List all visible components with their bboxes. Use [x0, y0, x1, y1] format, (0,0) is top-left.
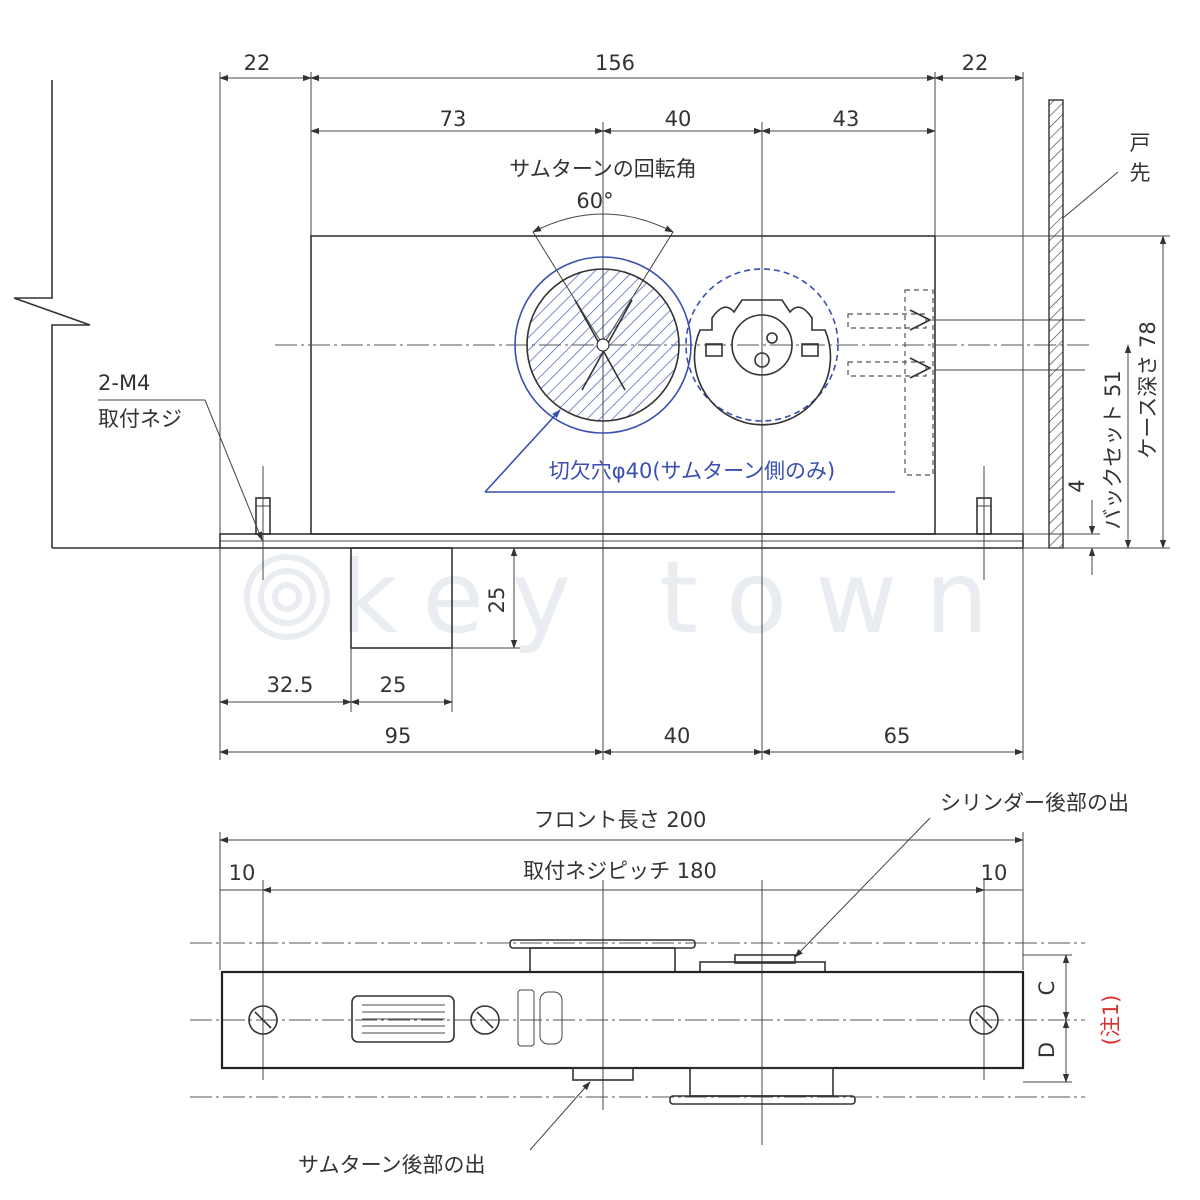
note-1: (注1) [1099, 995, 1123, 1046]
front-right-margin: 10 [981, 861, 1008, 885]
front-length-label: フロント長さ 200 [534, 808, 707, 832]
door-break-line [13, 80, 220, 549]
dim-bolt-height: 25 [485, 587, 509, 614]
mounting-screw-left [255, 466, 271, 580]
dim-backset: バックセット 51 [1101, 370, 1125, 529]
dim-c: C [1035, 981, 1059, 996]
door-edge-label-top: 戸 [1130, 131, 1151, 155]
rotation-angle-label: サムターンの回転角 [509, 157, 697, 181]
dim-row-top: 22 156 22 [219, 51, 1024, 82]
dim-row-second: 73 40 43 [310, 107, 936, 135]
rotation-angle-value: 60° [576, 189, 613, 213]
thumbturn-projection-label: サムターン後部の出 [298, 1153, 486, 1177]
dim-overall: 156 [595, 51, 635, 75]
top-view: 22 156 22 73 40 43 サムターンの回転角 60° [13, 51, 1170, 760]
thumbturn-bottom-projection [572, 1067, 634, 1081]
cutout-label: 切欠穴φ40(サムターン側のみ) [549, 459, 836, 483]
cylinder-top-step [734, 954, 796, 964]
dead-bolt [350, 547, 453, 649]
dim-cylinder-to-end: 65 [884, 724, 911, 748]
dim-right-margin: 22 [962, 51, 989, 75]
dim-to-thumbturn-center: 95 [385, 724, 412, 748]
dim-left-margin: 22 [244, 51, 271, 75]
dim-center-spacing: 40 [664, 724, 691, 748]
door-edge-label-bottom: 先 [1130, 161, 1151, 185]
screws-label-line2: 取付ネジ [98, 407, 182, 431]
watermark-text: key town [340, 539, 1016, 656]
front-left-margin: 10 [229, 861, 256, 885]
dim-plate-thickness: 4 [1065, 479, 1089, 492]
dim-bolt-width: 25 [380, 673, 407, 697]
dim-cylinder-to-front: 43 [833, 107, 860, 131]
bolt-face [351, 995, 455, 1043]
dim-to-thumbturn: 73 [440, 107, 467, 131]
screws-label-line1: 2-M4 [98, 371, 150, 395]
cylinder-projection-label: シリンダー後部の出 [940, 791, 1129, 815]
front-screw-center [470, 1005, 500, 1035]
front-screw-right [969, 1005, 999, 1035]
thumbturn-hub [514, 256, 692, 434]
dim-d: D [1035, 1042, 1059, 1058]
dim-case-depth: ケース深さ 78 [1136, 321, 1160, 458]
stamped-brand-mark [517, 989, 563, 1047]
front-screw-left [248, 1005, 278, 1035]
dim-thumb-to-cylinder: 40 [665, 107, 692, 131]
rotation-arc [532, 213, 674, 233]
front-view: フロント長さ 200 取付ネジピッチ 180 10 10 [190, 791, 1129, 1177]
watermark: key town [244, 539, 1016, 656]
dim-bolt-offset: 32.5 [267, 673, 314, 697]
screw-pitch-label: 取付ネジピッチ 180 [523, 859, 717, 883]
mounting-screw-right [976, 466, 992, 580]
cylinder-rose-bottom [669, 1095, 856, 1105]
cylinder-cam [685, 268, 839, 426]
latch-mechanism [847, 289, 934, 476]
